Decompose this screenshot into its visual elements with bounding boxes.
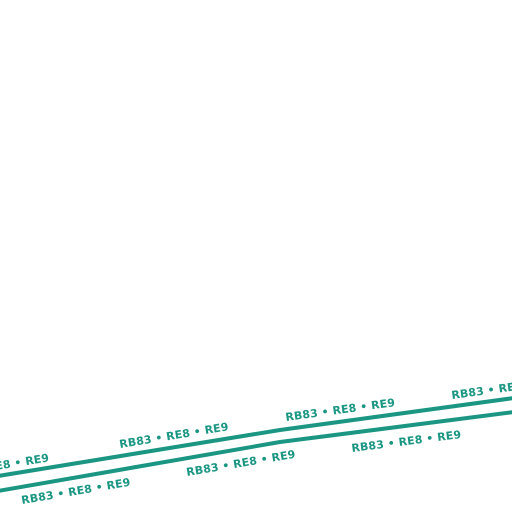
route-label-lower-2: RB83 • RE8 • RE9 <box>185 448 296 479</box>
rail-route-upper[interactable] <box>0 396 512 478</box>
rail-route-group <box>0 396 512 493</box>
route-label-lower-1: RB83 • RE8 • RE9 <box>20 476 131 507</box>
rail-route-lower[interactable] <box>0 410 512 493</box>
route-labels: E8 • RE9 RB83 • RE8 • RE9 RB83 • RE8 • R… <box>0 379 512 507</box>
